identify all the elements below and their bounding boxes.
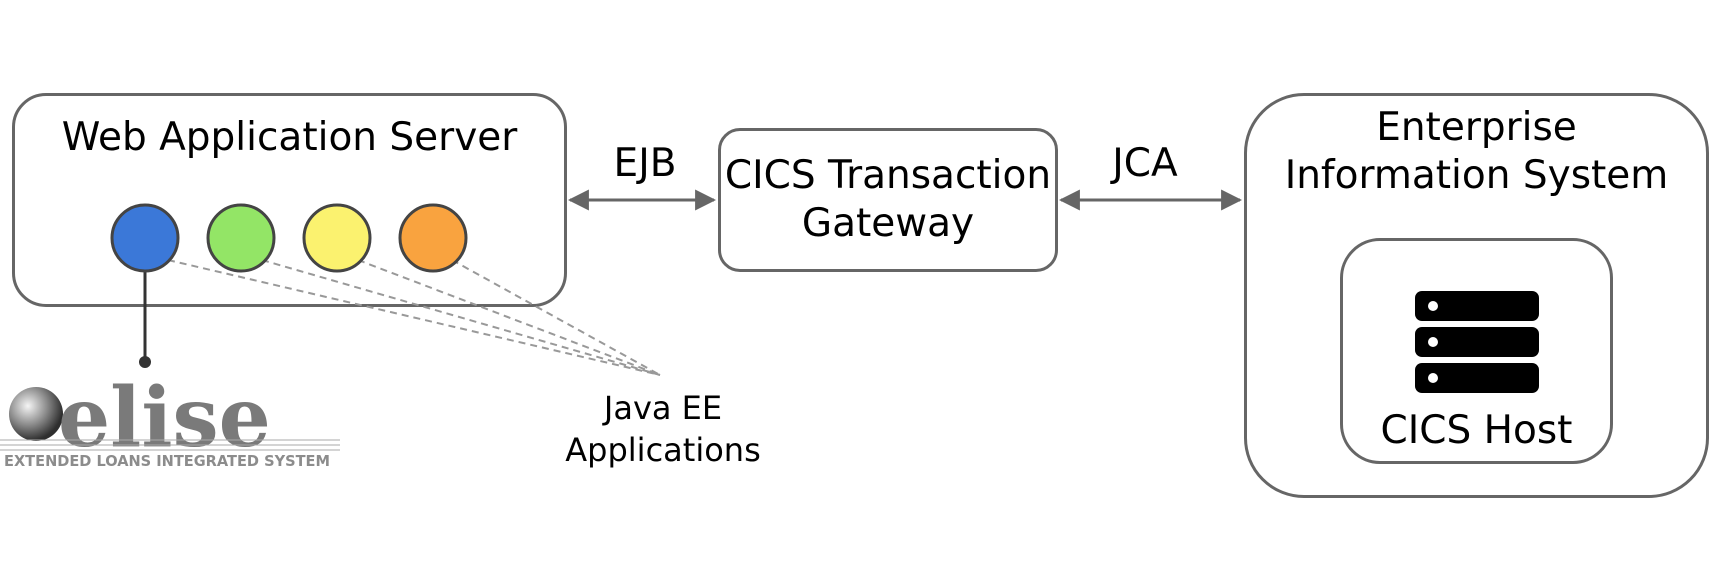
ejb-label: EJB (613, 141, 677, 186)
server-icon (1415, 291, 1539, 393)
enterprise-information-system-label: Enterprise Information System (1284, 105, 1669, 198)
web-application-server-box (12, 93, 567, 307)
logo-subtitle: EXTENDED LOANS INTEGRATED SYSTEM (4, 452, 330, 470)
java-ee-app-circle (302, 203, 372, 273)
web-application-server-label: Web Application Server (61, 115, 518, 160)
cics-host-label: CICS Host (1380, 408, 1573, 453)
java-ee-app-circle (110, 203, 180, 273)
java-ee-app-circle (398, 203, 468, 273)
java-ee-applications-label: Java EE Applications (565, 389, 761, 469)
elise-logo: elise EXTENDED LOANS INTEGRATED SYSTEM (0, 370, 340, 470)
cics-transaction-gateway-label: CICS Transaction Gateway (724, 153, 1052, 246)
java-ee-app-circle (206, 203, 276, 273)
app-callout-lines (167, 259, 661, 376)
jca-label: JCA (1112, 141, 1178, 186)
cics-transaction-gateway-box (718, 128, 1058, 272)
logo-connector-dot (139, 356, 151, 368)
